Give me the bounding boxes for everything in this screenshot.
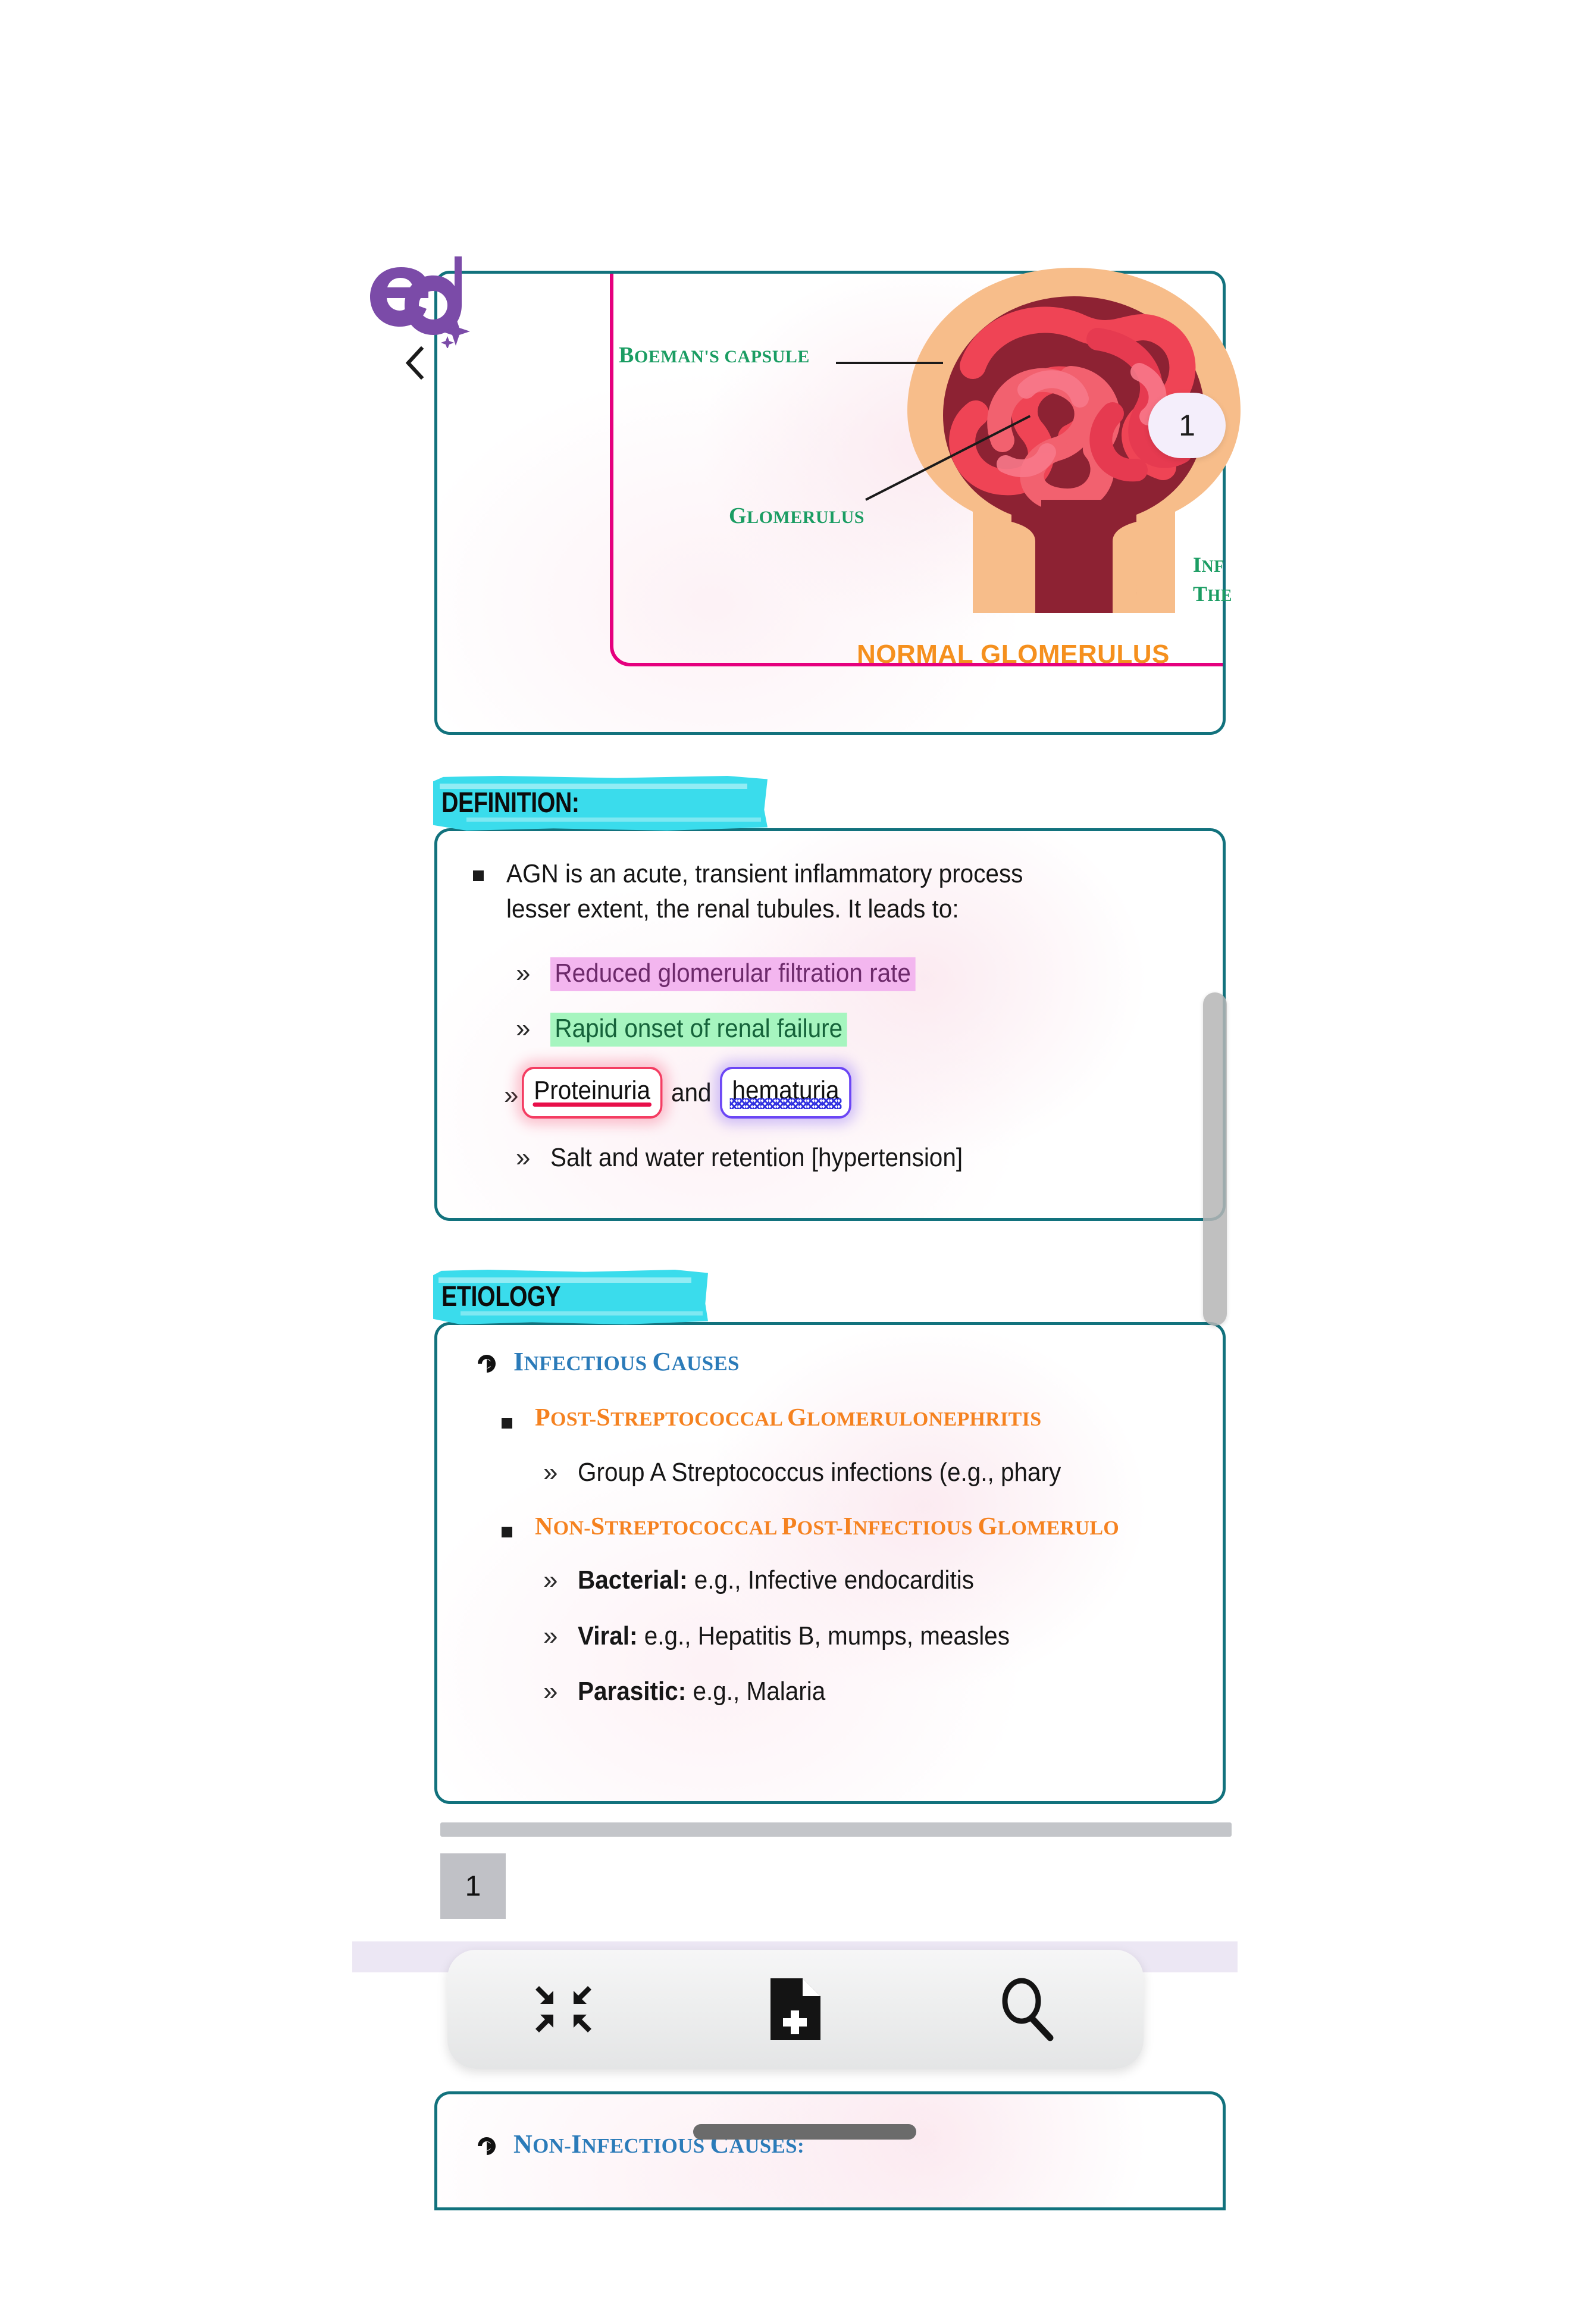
definition-heading-text: DEFINITION: bbox=[441, 787, 580, 819]
bacterial-text: e.g., Infective endocarditis bbox=[687, 1565, 975, 1595]
non-streptococcal-label: NON-STREPTOCOCCAL POST-INFECTIOUS GLOMER… bbox=[535, 1513, 1120, 1541]
etiology-card: INFECTIOUS CAUSES POST-STREPTOCOCCAL GLO… bbox=[434, 1322, 1226, 1804]
chevron-bullet-icon: » bbox=[516, 1142, 531, 1172]
group-a-strep-text: Group A Streptococcus infections (e.g., … bbox=[578, 1458, 1061, 1487]
etiology-item-groupa: » Group A Streptococcus infections (e.g.… bbox=[543, 1455, 1217, 1490]
etiology-heading-text: ETIOLOGY bbox=[441, 1281, 561, 1313]
vertical-scrollbar[interactable] bbox=[1203, 992, 1227, 1326]
etiology-sub-nonstrep: NON-STREPTOCOCCAL POST-INFECTIOUS GLOMER… bbox=[502, 1512, 1217, 1541]
label-inflamed-text: INF THE bbox=[1193, 553, 1232, 606]
boxed-hematuria: hematuria bbox=[720, 1066, 852, 1119]
etiology-item-parasitic: » Parasitic: e.g., Malaria bbox=[543, 1674, 1217, 1709]
ed-logo[interactable] bbox=[367, 253, 474, 348]
chevron-bullet-icon: » bbox=[543, 1621, 558, 1650]
viral-label: Viral: bbox=[578, 1621, 638, 1650]
leader-line-bowman bbox=[836, 362, 943, 364]
chevron-bullet-icon: » bbox=[516, 958, 531, 988]
definition-intro-row: AGN is an acute, transient inflammatory … bbox=[473, 856, 1217, 927]
diagram-frame bbox=[610, 274, 1223, 666]
highlight-reduced-gfr: Reduced glomerular filtration rate bbox=[550, 957, 916, 991]
definition-section-heading: DEFINITION: bbox=[433, 776, 768, 831]
square-bullet-icon bbox=[473, 870, 484, 881]
next-section-content: NON-INFECTIOUS CAUSES: bbox=[437, 2094, 1223, 2207]
etiology-item-bacterial: » Bacterial: e.g., Infective endocarditi… bbox=[543, 1562, 1217, 1598]
definition-content: AGN is an acute, transient inflammatory … bbox=[437, 831, 1223, 1218]
etiology-group-infectious: INFECTIOUS CAUSES bbox=[473, 1346, 1217, 1377]
brush-highlight bbox=[433, 1270, 708, 1324]
bacterial-label: Bacterial: bbox=[578, 1565, 688, 1595]
chevron-bullet-icon: » bbox=[516, 1014, 531, 1044]
arrow-loop-icon bbox=[473, 2132, 500, 2160]
definition-card: AGN is an acute, transient inflammatory … bbox=[434, 828, 1226, 1221]
conjunction-and: and bbox=[671, 1078, 712, 1107]
chevron-bullet-icon: » bbox=[504, 1080, 519, 1110]
etiology-item-viral: » Viral: e.g., Hepatitis B, mumps, measl… bbox=[543, 1618, 1217, 1653]
parasitic-label: Parasitic: bbox=[578, 1677, 687, 1706]
parasitic-text: e.g., Malaria bbox=[686, 1677, 826, 1706]
label-bowmans-capsule: BOEMAN'S CAPSULE bbox=[619, 343, 810, 368]
back-chevron-icon[interactable] bbox=[394, 339, 436, 387]
square-bullet-icon bbox=[502, 1527, 512, 1538]
label-glomerulus: GLOMERULUS bbox=[729, 503, 865, 528]
boxed-proteinuria: Proteinuria bbox=[522, 1066, 663, 1119]
definition-item-proteinuria: » Proteinuria and hematuria bbox=[504, 1066, 1217, 1119]
page-thumbnail[interactable]: 1 bbox=[440, 1853, 506, 1919]
etiology-sub-poststrep: POST-STREPTOCOCCAL GLOMERULONEPHRITIS bbox=[502, 1404, 1217, 1432]
definition-salt-text: Salt and water retention [hypertension] bbox=[550, 1142, 963, 1172]
floating-toolbar bbox=[447, 1950, 1144, 2069]
search-icon[interactable] bbox=[983, 1965, 1072, 2054]
definition-item-renal-failure: » Rapid onset of renal failure bbox=[516, 1011, 1217, 1047]
definition-item-gfr: » Reduced glomerular filtration rate bbox=[516, 956, 1217, 991]
horizontal-scrollbar-track[interactable] bbox=[440, 1822, 1232, 1837]
brush-highlight bbox=[433, 776, 768, 831]
definition-intro-text: AGN is an acute, transient inflammatory … bbox=[506, 859, 1023, 924]
arrow-loop-icon bbox=[473, 1350, 500, 1377]
add-page-icon[interactable] bbox=[751, 1965, 840, 2054]
etiology-content: INFECTIOUS CAUSES POST-STREPTOCOCCAL GLO… bbox=[437, 1325, 1223, 1801]
chevron-bullet-icon: » bbox=[543, 1565, 558, 1595]
page-indicator-badge[interactable]: 1 bbox=[1148, 393, 1226, 458]
etiology-section-heading: ETIOLOGY bbox=[433, 1270, 708, 1324]
viral-text: e.g., Hepatitis B, mumps, measles bbox=[637, 1621, 1010, 1650]
caption-normal-glomerulus: NORMAL GLOMERULUS bbox=[857, 640, 1170, 669]
fit-to-screen-icon[interactable] bbox=[519, 1965, 608, 2054]
square-bullet-icon bbox=[502, 1418, 512, 1429]
highlight-rapid-onset: Rapid onset of renal failure bbox=[550, 1013, 848, 1047]
chevron-bullet-icon: » bbox=[543, 1677, 558, 1706]
next-section-card: NON-INFECTIOUS CAUSES: bbox=[434, 2091, 1226, 2210]
post-streptococcal-label: POST-STREPTOCOCCAL GLOMERULONEPHRITIS bbox=[535, 1404, 1042, 1432]
definition-item-salt-water: » Salt and water retention [hypertension… bbox=[516, 1140, 1217, 1175]
infectious-causes-label: INFECTIOUS CAUSES bbox=[513, 1347, 740, 1376]
inner-horizontal-scrollbar[interactable] bbox=[693, 2124, 916, 2140]
chevron-bullet-icon: » bbox=[543, 1458, 558, 1487]
